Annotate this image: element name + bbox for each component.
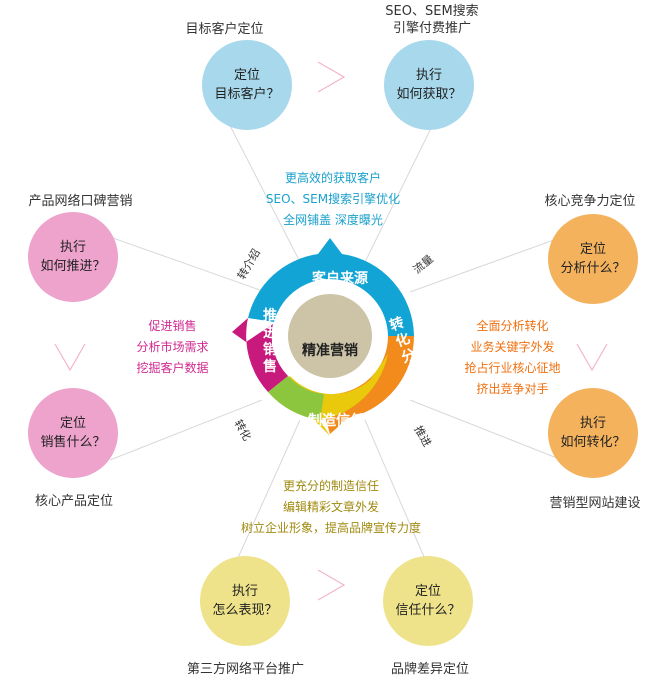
arrow-down-left-icon [54, 343, 86, 372]
ring-segment-yellow [270, 354, 388, 436]
arrow-down-right-icon [576, 343, 608, 372]
connector-line-top-left [221, 109, 301, 263]
caption-core-competitiveness: 核心竞争力定位 [544, 194, 636, 209]
arrow-right-top-icon [317, 61, 346, 93]
connector-line-left-bottom [109, 399, 263, 461]
precision-marketing-wheel [232, 238, 414, 436]
connector-line-bottom-right [364, 419, 435, 581]
caption-seo-sem: SEO、SEM搜索 引擎付费推广 [385, 4, 479, 36]
node-what-to-sell: 定位 销售什么？ [28, 388, 118, 478]
node-what-to-trust: 定位 信任什么？ [383, 556, 473, 646]
caption-target-customer: 目标客户定位 [185, 22, 264, 37]
annotation-bottom: 更充分的制造信任 编辑精彩文章外发 树立企业形象，提高品牌宣传力度 [240, 479, 421, 535]
center-circle [288, 294, 372, 378]
ring-segment-green [268, 376, 324, 420]
connector-line-left-top [109, 236, 261, 291]
connector-line-bottom-left [227, 419, 301, 581]
annotation-left: 促进销售 分析市场需求 挖掘客户数据 [136, 319, 209, 375]
annotation-right: 全面分析转化 业务关键字外发 抢占行业核心征地 挤出竞争对手 [464, 319, 561, 396]
caption-core-product: 核心产品定位 [34, 494, 113, 509]
caption-third-party-platform: 第三方网络平台推广 [186, 662, 304, 677]
connector-line-right-bottom [409, 399, 563, 461]
caption-marketing-website: 营销型网站建设 [549, 496, 641, 511]
node-what-to-analyze: 定位 分析什么？ [548, 214, 638, 304]
caption-word-of-mouth: 产品网络口碑营销 [28, 194, 133, 209]
connector-line-right-top [409, 236, 563, 293]
ring-segment-blue [248, 238, 414, 336]
annotation-top: 更高效的获取客户 SEO、SEM搜索引擎优化 全网铺盖 深度曝光 [265, 171, 401, 227]
node-target-customer: 定位 目标客户？ [202, 40, 292, 130]
node-how-to-advance: 执行 如何推进？ [28, 212, 118, 302]
node-how-to-present: 执行 怎么表现？ [200, 556, 290, 646]
center-label: 精准营销 [302, 343, 358, 359]
node-how-to-acquire: 执行 如何获取？ [384, 40, 474, 130]
ring-segment-magenta [232, 318, 288, 392]
ring-label-bottom: 制造信任 [308, 413, 364, 429]
ring-label-left: 推 进 销 售 [263, 308, 277, 375]
ring-label-top: 客户来源 [312, 271, 368, 287]
connector-line-top-right [364, 109, 441, 263]
caption-brand-differentiation: 品牌差异定位 [390, 662, 469, 677]
node-how-to-convert: 执行 如何转化？ [548, 388, 638, 478]
arrow-right-bottom-icon [317, 569, 346, 601]
